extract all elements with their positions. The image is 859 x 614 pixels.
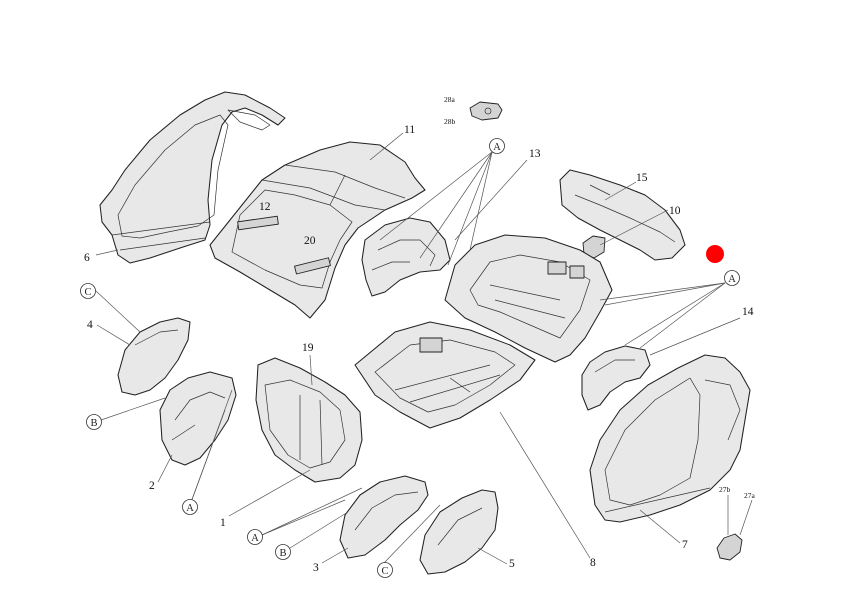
callout-28b: 28b	[444, 117, 456, 126]
part-5-right-fender	[419, 489, 499, 575]
part-8-main-floor	[354, 321, 536, 429]
callout-1: 1	[220, 517, 226, 529]
red-highlight-dot	[706, 245, 724, 263]
callout-19: 19	[302, 342, 314, 354]
callout-10: 10	[669, 205, 681, 217]
callout-28a: 28a	[444, 95, 456, 104]
part-15-rear-panel	[559, 169, 686, 261]
svg-text:B: B	[279, 548, 286, 559]
part-1-front-structure	[255, 357, 363, 483]
callout-8: 8	[590, 557, 596, 569]
part-13-wheelhouse-panel	[361, 217, 451, 297]
callout-5: 5	[509, 558, 515, 570]
svg-text:A: A	[493, 142, 501, 153]
circle-letter-a-bottom-left: A	[182, 499, 198, 515]
callout-15: 15	[636, 172, 648, 184]
part-2-left-inner-arch	[159, 371, 237, 466]
part-20-strip	[294, 257, 331, 275]
callout-7: 7	[682, 539, 688, 551]
rear-floor-trunk	[444, 234, 613, 363]
callout-3: 3	[313, 562, 319, 574]
callout-2: 2	[149, 480, 155, 492]
svg-text:C: C	[84, 287, 91, 298]
svg-text:A: A	[251, 533, 259, 544]
circle-letter-c-bottom: C	[377, 562, 393, 578]
callout-11: 11	[404, 124, 415, 136]
circle-letter-a-bottom-mid: A	[247, 529, 263, 545]
part-14-wheel-liner	[581, 345, 651, 411]
part-3-right-inner-arch	[339, 475, 429, 559]
svg-text:A: A	[186, 503, 194, 514]
circle-letter-a-right: A	[724, 270, 740, 286]
part-11-roof	[209, 141, 426, 319]
part-7-right-body-side	[589, 354, 751, 523]
callout-12: 12	[259, 201, 271, 213]
part-28-bracket	[469, 101, 503, 121]
circle-letter-b-bottom: B	[275, 544, 291, 560]
part-27-fuel-cap	[716, 533, 743, 561]
circle-letter-a-top: A	[489, 138, 505, 154]
callout-13: 13	[529, 148, 541, 160]
callout-14: 14	[742, 306, 754, 318]
circle-letter-c-left: C	[80, 283, 96, 299]
callout-27b: 27b	[719, 485, 731, 494]
part-12-strip	[237, 215, 279, 231]
svg-text:C: C	[381, 566, 388, 577]
callout-20: 20	[304, 235, 316, 247]
circle-letter-b-left: B	[86, 414, 102, 430]
callout-4: 4	[87, 319, 93, 331]
leader-lines	[95, 132, 753, 565]
svg-text:B: B	[90, 418, 97, 429]
callout-6: 6	[84, 252, 90, 264]
part-6-left-body-side	[99, 91, 286, 264]
callout-27a: 27a	[744, 491, 756, 500]
svg-text:A: A	[728, 274, 736, 285]
